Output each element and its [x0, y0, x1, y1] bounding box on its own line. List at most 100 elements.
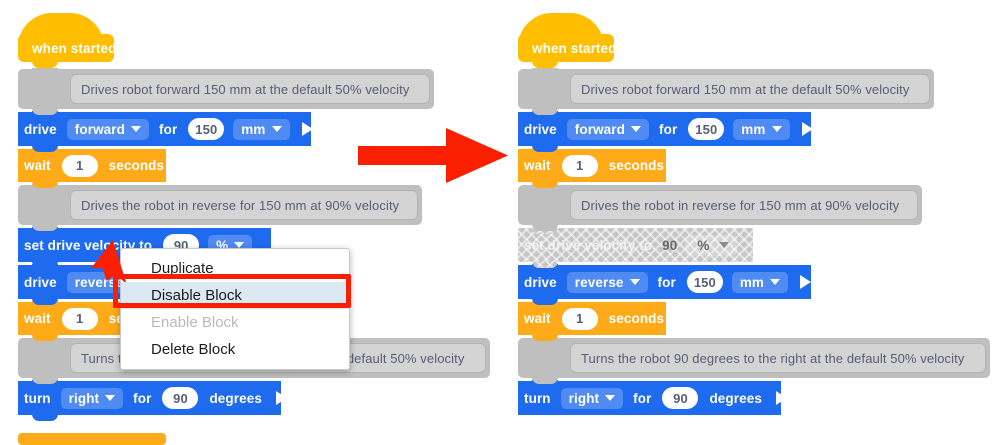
when-started-label: when started: [532, 40, 617, 56]
play-icon[interactable]: [275, 391, 287, 405]
drive-label-2: drive: [524, 274, 557, 290]
turn-for-label: for: [133, 390, 152, 406]
comment-text-1: Drives robot forward 150 mm at the defau…: [70, 74, 430, 104]
comment-text-1: Drives robot forward 150 mm at the defau…: [570, 74, 930, 104]
chevron-down-icon: [105, 395, 116, 401]
drive-block-2[interactable]: drive reverse for 150 mm: [518, 264, 812, 305]
comment-block-1[interactable]: Drives robot forward 150 mm at the defau…: [18, 68, 434, 115]
wait-seconds-input-2[interactable]: 1: [61, 307, 98, 330]
chevron-down-icon: [770, 279, 781, 285]
block-context-menu[interactable]: Duplicate Disable Block Enable Block Del…: [120, 248, 350, 370]
chevron-down-icon: [631, 126, 641, 132]
drive-direction-value-2: reverse: [74, 274, 124, 290]
set-drive-velocity-label: set drive velocity to: [524, 237, 653, 253]
drive-direction-value-1: forward: [574, 121, 625, 137]
set-drive-velocity-input[interactable]: 90: [662, 237, 678, 253]
before-panel: when started Drives robot forward 150 mm…: [18, 13, 490, 445]
drive-block-1[interactable]: drive forward for 150 mm: [518, 111, 813, 152]
set-drive-velocity-unit-dropdown[interactable]: %: [685, 234, 738, 256]
drive-label-1: drive: [24, 121, 57, 137]
drive-direction-dropdown-1[interactable]: forward: [66, 118, 149, 140]
turn-direction-dropdown[interactable]: right: [60, 387, 124, 409]
drive-unit-value-1: mm: [741, 121, 766, 137]
comment-block-2[interactable]: Drives the robot in reverse for 150 mm a…: [518, 184, 922, 231]
menu-item-enable-block: Enable Block: [151, 314, 239, 331]
wait-label-2: wait: [524, 311, 551, 326]
chevron-down-icon: [271, 126, 282, 132]
turn-direction-value: right: [568, 390, 600, 406]
hat-dome: [18, 13, 104, 47]
wait-label-1: wait: [24, 158, 51, 173]
turn-label: turn: [524, 390, 551, 406]
comment-text-2: Drives the robot in reverse for 150 mm a…: [570, 190, 918, 220]
wait-label-1: wait: [524, 158, 551, 173]
turn-unit-label: degrees: [209, 390, 262, 406]
comment-block-3[interactable]: Turns the robot 90 degrees to the right …: [518, 337, 990, 384]
drive-direction-dropdown-2[interactable]: reverse: [566, 271, 648, 293]
turn-label: turn: [24, 390, 51, 406]
drive-for-label-1: for: [159, 121, 178, 137]
turn-direction-dropdown[interactable]: right: [560, 387, 624, 409]
drive-unit-value-2: mm: [739, 274, 765, 290]
next-block-partial[interactable]: [18, 433, 166, 445]
comment-block-2[interactable]: Drives the robot in reverse for 150 mm a…: [18, 184, 422, 231]
wait-block-1[interactable]: wait 1 seconds: [18, 148, 166, 188]
wait-unit-label-1: seconds: [108, 158, 165, 173]
wait-seconds-input-1[interactable]: 1: [61, 154, 98, 177]
menu-item-duplicate[interactable]: Duplicate: [151, 260, 214, 277]
comment-block-1[interactable]: Drives robot forward 150 mm at the defau…: [518, 68, 934, 115]
menu-item-delete-block[interactable]: Delete Block: [151, 341, 236, 358]
set-drive-velocity-unit-value: %: [697, 237, 710, 253]
drive-unit-value-1: mm: [241, 121, 266, 137]
drive-distance-input-1[interactable]: 150: [688, 118, 725, 140]
chevron-down-icon: [629, 279, 640, 285]
turn-direction-value: right: [68, 390, 100, 406]
drive-unit-dropdown-1[interactable]: mm: [233, 118, 290, 140]
chevron-down-icon: [234, 242, 245, 248]
menu-item-disable-block[interactable]: Disable Block: [121, 282, 349, 309]
comment-text-3: Turns the robot 90 degrees to the right …: [570, 343, 986, 373]
drive-direction-dropdown-1[interactable]: forward: [566, 118, 649, 140]
after-panel: when started Drives robot forward 150 mm…: [500, 0, 997, 445]
wait-unit-label-1: seconds: [608, 158, 665, 173]
right-arrow-icon: [358, 128, 508, 183]
chevron-down-icon: [131, 126, 141, 132]
turn-block[interactable]: turn right for 90 degrees: [518, 380, 787, 415]
turn-unit-label: degrees: [709, 390, 762, 406]
when-started-block[interactable]: when started: [18, 13, 116, 68]
wait-block-1[interactable]: wait 1 seconds: [518, 148, 666, 188]
drive-for-label-2: for: [657, 274, 676, 290]
play-icon[interactable]: [801, 122, 813, 136]
drive-unit-dropdown-1[interactable]: mm: [733, 118, 790, 140]
when-started-label: when started: [32, 40, 117, 56]
drive-unit-dropdown-2[interactable]: mm: [731, 271, 789, 293]
turn-degrees-input[interactable]: 90: [662, 387, 699, 409]
drive-direction-value-2: reverse: [574, 274, 624, 290]
play-icon[interactable]: [775, 391, 787, 405]
chevron-down-icon: [771, 126, 782, 132]
turn-for-label: for: [633, 390, 652, 406]
wait-seconds-input-1[interactable]: 1: [561, 154, 598, 177]
turn-block[interactable]: turn right for 90 degrees: [18, 380, 287, 421]
drive-for-label-1: for: [659, 121, 678, 137]
drive-block-1[interactable]: drive forward for 150 mm: [18, 111, 313, 152]
when-started-block[interactable]: when started: [518, 13, 616, 68]
wait-seconds-input-2[interactable]: 1: [561, 307, 598, 330]
play-icon[interactable]: [800, 275, 812, 289]
drive-distance-input-1[interactable]: 150: [188, 118, 225, 140]
drive-distance-input-2[interactable]: 150: [686, 271, 723, 293]
chevron-down-icon: [719, 242, 730, 248]
chevron-down-icon: [605, 395, 616, 401]
cursor-arrow-icon: [92, 240, 127, 282]
drive-label-1: drive: [524, 121, 557, 137]
play-icon[interactable]: [301, 122, 313, 136]
wait-block-2[interactable]: wait 1 seconds: [518, 301, 666, 341]
wait-unit-label-2: seconds: [608, 311, 665, 326]
set-drive-velocity-block-disabled[interactable]: set drive velocity to 90 %: [518, 227, 753, 268]
drive-direction-value-1: forward: [74, 121, 125, 137]
comment-text-2: Drives the robot in reverse for 150 mm a…: [70, 190, 418, 220]
turn-degrees-input[interactable]: 90: [162, 387, 199, 409]
hat-dome: [518, 13, 604, 47]
wait-label-2: wait: [24, 311, 51, 326]
drive-label-2: drive: [24, 274, 57, 290]
